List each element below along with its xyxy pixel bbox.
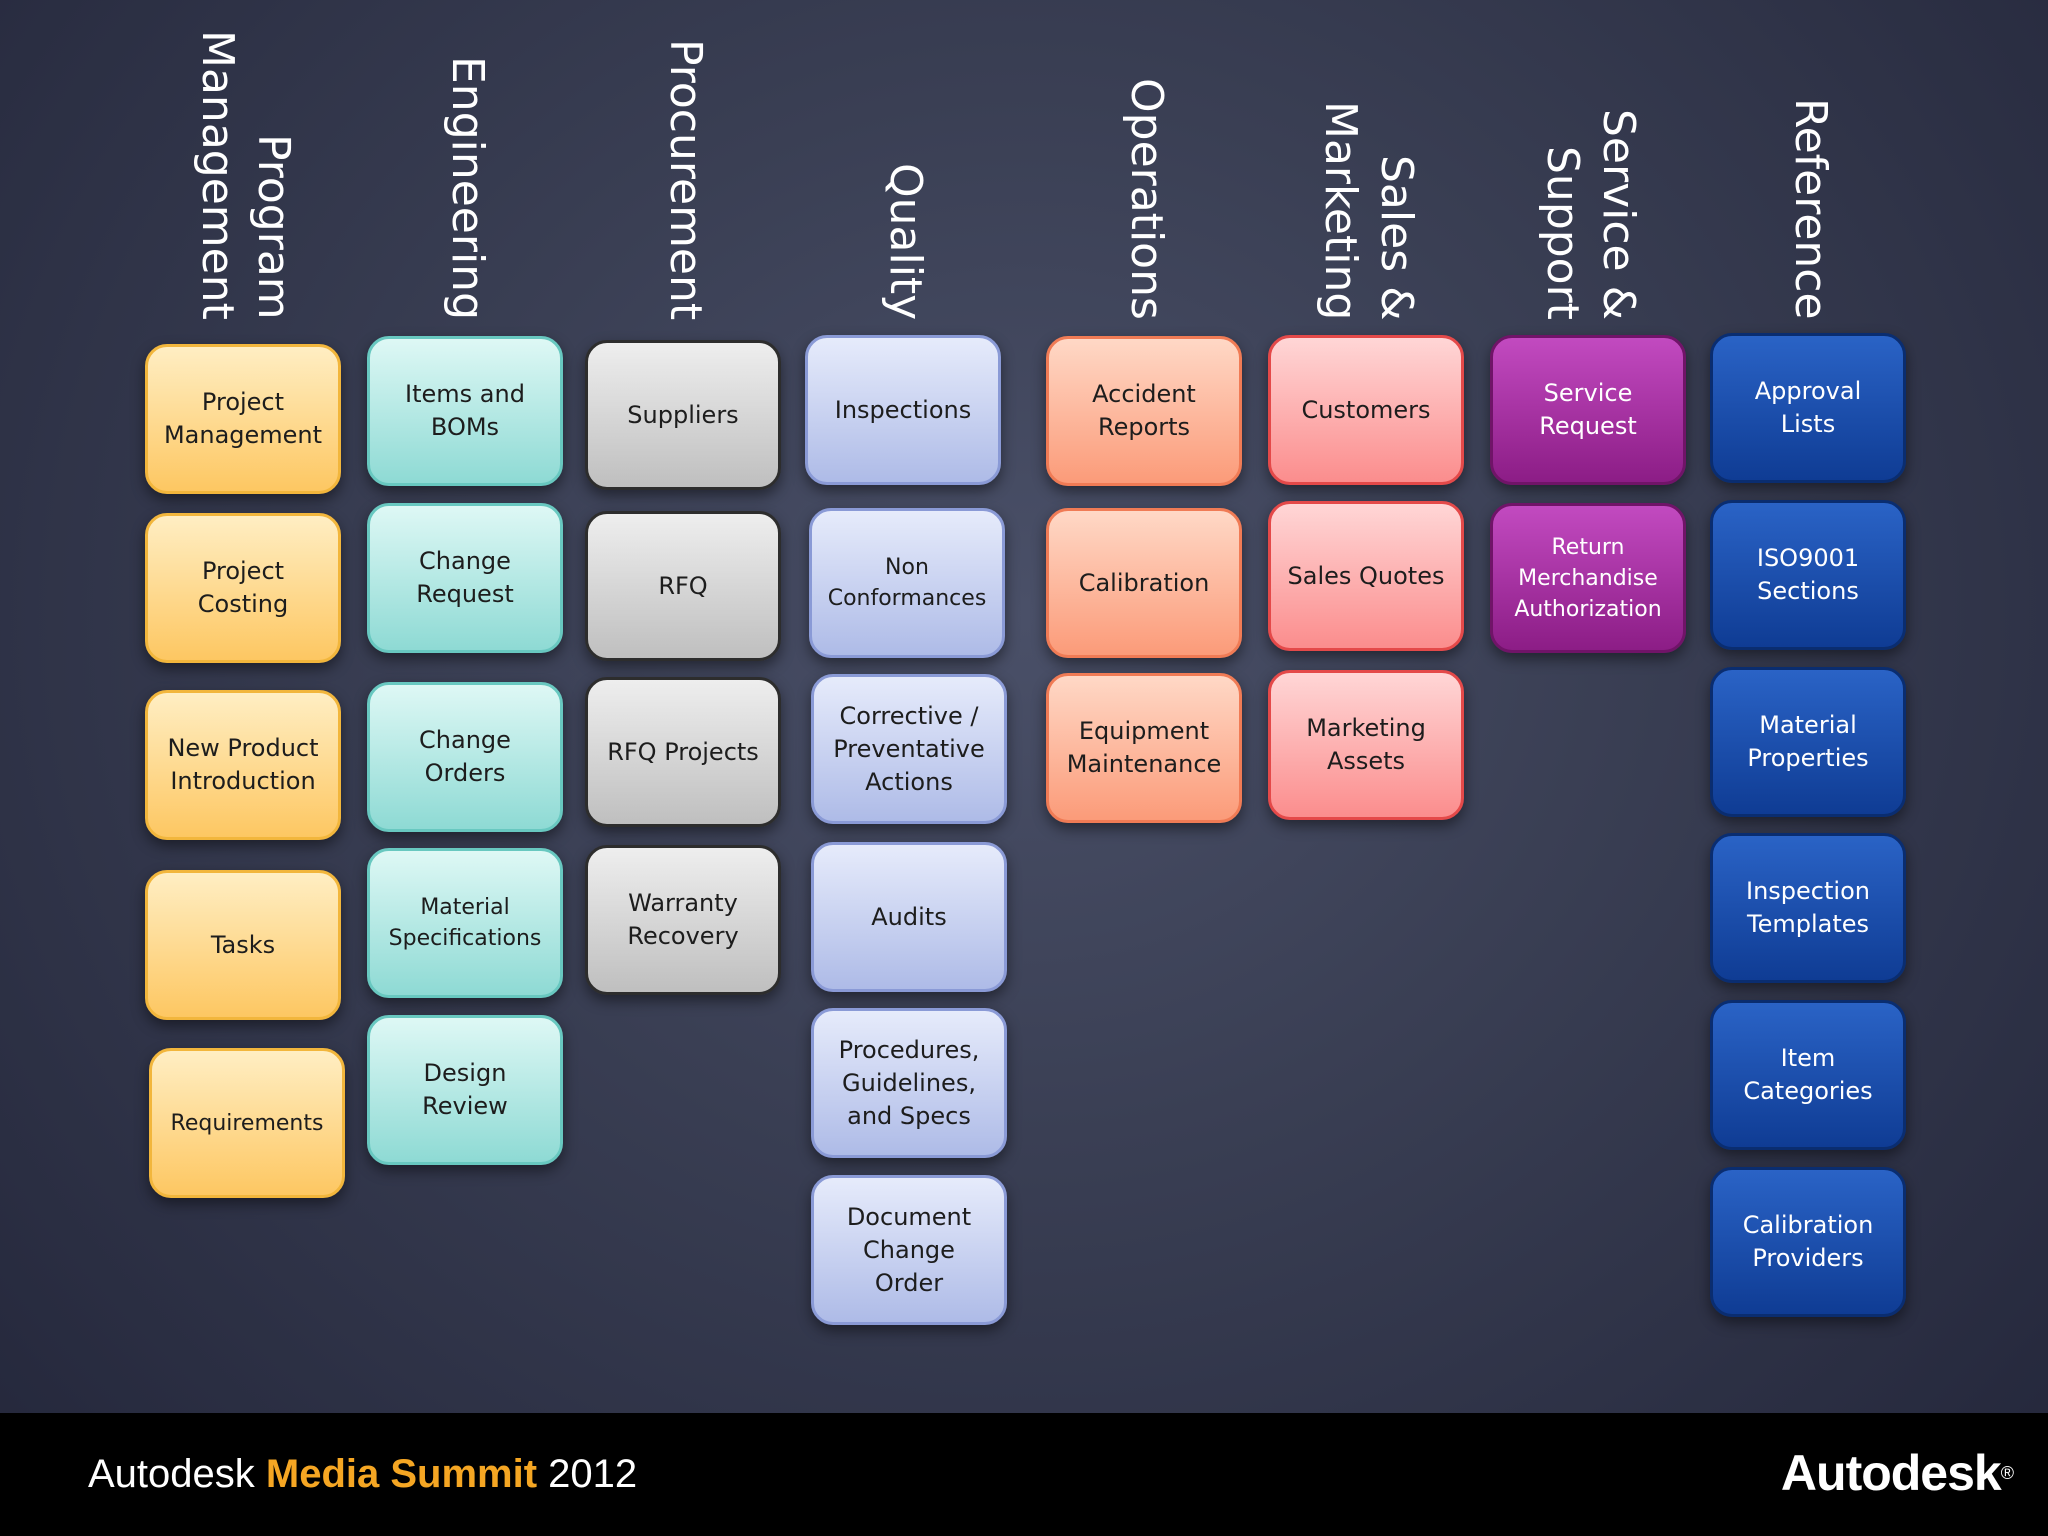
event-title-prefix: Autodesk: [88, 1452, 266, 1496]
column-program-management: Program Management Project Management Pr…: [145, 0, 345, 1413]
card-document-change-order[interactable]: Document Change Order: [811, 1175, 1007, 1325]
event-title: Autodesk Media Summit 2012: [88, 1449, 637, 1499]
card-change-request[interactable]: Change Request: [367, 503, 563, 653]
column-header-label: Quality: [880, 162, 931, 320]
card-marketing-assets[interactable]: Marketing Assets: [1268, 670, 1464, 820]
card-return-merchandise-authorization[interactable]: Return Merchandise Authorization: [1490, 503, 1686, 653]
footer-bar: Autodesk Media Summit 2012 Autodesk®: [0, 1413, 2048, 1536]
card-rfq[interactable]: RFQ: [585, 511, 781, 661]
registered-mark: ®: [2000, 1463, 2014, 1483]
card-items-and-boms[interactable]: Items and BOMs: [367, 336, 563, 486]
column-reference: Reference Approval Lists ISO9001 Section…: [1710, 0, 1910, 1413]
card-design-review[interactable]: Design Review: [367, 1015, 563, 1165]
card-inspection-templates[interactable]: Inspection Templates: [1710, 833, 1906, 983]
column-header-label: Engineering: [442, 56, 493, 320]
card-procedures-guidelines-specs[interactable]: Procedures, Guidelines, and Specs: [811, 1008, 1007, 1158]
card-project-costing[interactable]: Project Costing: [145, 513, 341, 663]
column-header-label: Service & Support: [1537, 109, 1644, 320]
card-material-properties[interactable]: Material Properties: [1710, 667, 1906, 817]
card-change-orders[interactable]: Change Orders: [367, 682, 563, 832]
card-requirements[interactable]: Requirements: [149, 1048, 345, 1198]
column-header-label: Sales & Marketing: [1315, 100, 1422, 320]
card-suppliers[interactable]: Suppliers: [585, 340, 781, 490]
autodesk-logo: Autodesk®: [1780, 1445, 2014, 1501]
card-approval-lists[interactable]: Approval Lists: [1710, 333, 1906, 483]
column-header: Service & Support: [1490, 40, 1690, 320]
column-quality: Quality Inspections Non Conformances Cor…: [805, 0, 1007, 1413]
column-header-label: Reference: [1785, 98, 1836, 320]
column-header: Operations: [1046, 40, 1246, 320]
event-title-accent: Media Summit: [265, 1452, 538, 1496]
column-header: Engineering: [367, 40, 567, 320]
autodesk-logo-text: Autodesk: [1780, 1445, 2002, 1501]
column-engineering: Engineering Items and BOMs Change Reques…: [367, 0, 567, 1413]
card-customers[interactable]: Customers: [1268, 335, 1464, 485]
card-calibration-providers[interactable]: Calibration Providers: [1710, 1167, 1906, 1317]
column-service-support: Service & Support Service Request Return…: [1490, 0, 1690, 1413]
column-procurement: Procurement Suppliers RFQ RFQ Projects W…: [585, 0, 785, 1413]
column-header: Procurement: [585, 38, 785, 320]
column-header: Reference: [1710, 40, 1910, 320]
column-sales-marketing: Sales & Marketing Customers Sales Quotes…: [1268, 0, 1468, 1413]
card-new-product-introduction[interactable]: New Product Introduction: [145, 690, 341, 840]
card-inspections[interactable]: Inspections: [805, 335, 1001, 485]
column-header-label: Procurement: [660, 38, 711, 320]
card-accident-reports[interactable]: Accident Reports: [1046, 336, 1242, 486]
card-material-specifications[interactable]: Material Specifications: [367, 848, 563, 998]
card-corrective-preventative-actions[interactable]: Corrective / Preventative Actions: [811, 674, 1007, 824]
card-non-conformances[interactable]: Non Conformances: [809, 508, 1005, 658]
event-title-suffix: 2012: [537, 1452, 638, 1496]
card-warranty-recovery[interactable]: Warranty Recovery: [585, 845, 781, 995]
card-tasks[interactable]: Tasks: [145, 870, 341, 1020]
module-grid: Program Management Project Management Pr…: [145, 0, 1910, 1413]
column-header: Program Management: [145, 30, 345, 320]
column-operations: Operations Accident Reports Calibration …: [1046, 0, 1246, 1413]
column-header: Sales & Marketing: [1268, 40, 1468, 320]
column-header-label: Operations: [1121, 78, 1172, 320]
card-calibration[interactable]: Calibration: [1046, 508, 1242, 658]
card-item-categories[interactable]: Item Categories: [1710, 1000, 1906, 1150]
card-project-management[interactable]: Project Management: [145, 344, 341, 494]
column-header: Quality: [805, 40, 1005, 320]
card-rfq-projects[interactable]: RFQ Projects: [585, 677, 781, 827]
card-sales-quotes[interactable]: Sales Quotes: [1268, 501, 1464, 651]
card-service-request[interactable]: Service Request: [1490, 335, 1686, 485]
card-audits[interactable]: Audits: [811, 842, 1007, 992]
card-equipment-maintenance[interactable]: Equipment Maintenance: [1046, 673, 1242, 823]
card-iso9001-sections[interactable]: ISO9001 Sections: [1710, 500, 1906, 650]
column-header-label: Program Management: [192, 30, 299, 320]
